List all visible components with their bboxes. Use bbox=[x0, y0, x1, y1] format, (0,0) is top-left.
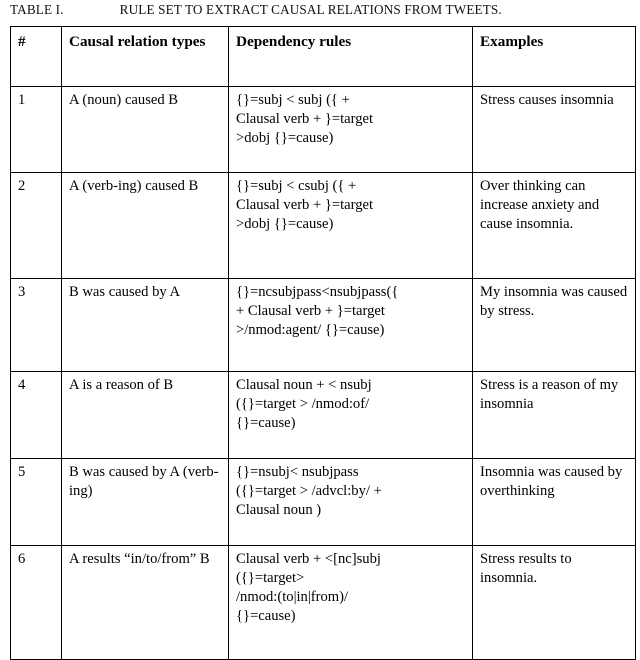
cell-example: Insomnia was caused by overthinking bbox=[472, 458, 636, 546]
column-header-number: # bbox=[10, 26, 62, 87]
column-header-causal-relation-types: Causal relation types bbox=[61, 26, 229, 87]
cell-dependency-rule: {}=subj < csubj ({ + Clausal verb + }=ta… bbox=[228, 172, 473, 279]
cell-dependency-rule: {}=subj < subj ({ + Clausal verb + }=tar… bbox=[228, 86, 473, 173]
table-body: 1 A (noun) caused B {}=subj < subj ({ + … bbox=[10, 86, 636, 660]
cell-relation-type: B was caused by A bbox=[61, 278, 229, 372]
rule-set-table: # Causal relation types Dependency rules… bbox=[10, 26, 636, 660]
cell-number: 4 bbox=[10, 371, 62, 459]
cell-example: Over thinking can increase anxiety and c… bbox=[472, 172, 636, 279]
table-caption: TABLE I. RULE SET TO EXTRACT CAUSAL RELAT… bbox=[10, 0, 636, 20]
caption-label: TABLE I. bbox=[10, 2, 64, 17]
table-row: 3 B was caused by A {}=ncsubjpass<nsubjp… bbox=[10, 278, 636, 372]
caption-title: RULE SET TO EXTRACT CAUSAL RELATIONS FRO… bbox=[119, 2, 502, 17]
cell-relation-type: B was caused by A (verb-ing) bbox=[61, 458, 229, 546]
cell-example: Stress causes insomnia bbox=[472, 86, 636, 173]
cell-relation-type: A (noun) caused B bbox=[61, 86, 229, 173]
table-row: 4 A is a reason of B Clausal noun + < ns… bbox=[10, 371, 636, 459]
cell-example: Stress results to insomnia. bbox=[472, 545, 636, 660]
cell-dependency-rule: {}=ncsubjpass<nsubjpass({ + Clausal verb… bbox=[228, 278, 473, 372]
cell-number: 2 bbox=[10, 172, 62, 279]
cell-relation-type: A results “in/to/from” B bbox=[61, 545, 229, 660]
table-row: 5 B was caused by A (verb-ing) {}=nsubj<… bbox=[10, 458, 636, 546]
cell-number: 3 bbox=[10, 278, 62, 372]
cell-example: Stress is a reason of my insomnia bbox=[472, 371, 636, 459]
cell-dependency-rule: {}=nsubj< nsubjpass ({}=target > /advcl:… bbox=[228, 458, 473, 546]
column-header-examples: Examples bbox=[472, 26, 636, 87]
table-row: 6 A results “in/to/from” B Clausal verb … bbox=[10, 545, 636, 660]
table-header-row: # Causal relation types Dependency rules… bbox=[10, 26, 636, 87]
cell-dependency-rule: Clausal noun + < nsubj ({}=target > /nmo… bbox=[228, 371, 473, 459]
cell-relation-type: A (verb-ing) caused B bbox=[61, 172, 229, 279]
table-row: 1 A (noun) caused B {}=subj < subj ({ + … bbox=[10, 86, 636, 173]
cell-dependency-rule: Clausal verb + <[nc]subj ({}=target> /nm… bbox=[228, 545, 473, 660]
table-row: 2 A (verb-ing) caused B {}=subj < csubj … bbox=[10, 172, 636, 279]
cell-number: 1 bbox=[10, 86, 62, 173]
column-header-dependency-rules: Dependency rules bbox=[228, 26, 473, 87]
cell-number: 6 bbox=[10, 545, 62, 660]
cell-example: My insomnia was caused by stress. bbox=[472, 278, 636, 372]
cell-number: 5 bbox=[10, 458, 62, 546]
cell-relation-type: A is a reason of B bbox=[61, 371, 229, 459]
